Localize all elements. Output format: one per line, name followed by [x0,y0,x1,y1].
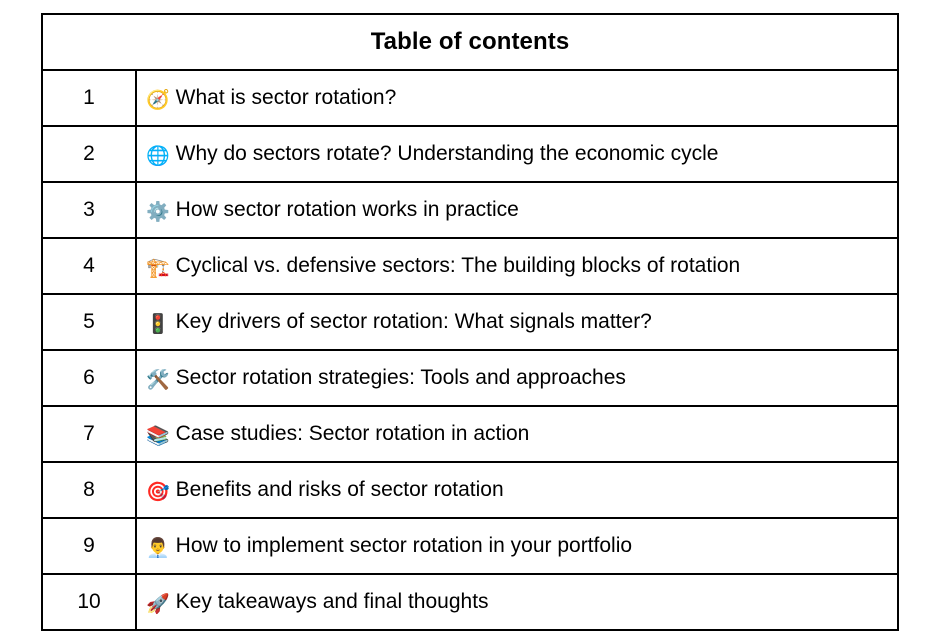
table-body: 1🧭What is sector rotation?2🌐Why do secto… [42,70,899,630]
table-row[interactable]: 6🛠️Sector rotation strategies: Tools and… [42,349,899,406]
office-worker-emoji: 👨‍💼 [146,537,170,559]
table-row[interactable]: 5🚦Key drivers of sector rotation: What s… [42,293,899,350]
building-construction-emoji: 🏗️ [146,257,170,279]
row-number: 10 [42,573,137,630]
table-row[interactable]: 1🧭What is sector rotation? [42,70,898,126]
row-entry[interactable]: 📚Case studies: Sector rotation in action [136,405,899,462]
hammer-and-wrench-emoji: 🛠️ [146,369,170,391]
vertical-traffic-light-emoji: 🚦 [146,313,170,335]
row-label: Sector rotation strategies: Tools and ap… [175,366,626,389]
row-label: What is sector rotation? [175,86,397,109]
gear-emoji: ⚙️ [146,201,170,223]
row-number: 5 [42,293,137,350]
row-entry[interactable]: 👨‍💼How to implement sector rotation in y… [136,517,899,574]
page-title: Table of contents [42,14,899,71]
row-entry[interactable]: 🚦Key drivers of sector rotation: What si… [136,293,899,350]
table-header: Table of contents [42,14,899,71]
table-row[interactable]: 3⚙️How sector rotation works in practice [42,181,899,238]
row-label: Why do sectors rotate? Understanding the… [175,142,719,165]
direct-hit-emoji: 🎯 [146,481,170,503]
row-number: 7 [42,405,137,462]
row-label: Benefits and risks of sector rotation [175,478,504,501]
row-label: How sector rotation works in practice [175,198,519,221]
row-entry[interactable]: 🌐Why do sectors rotate? Understanding th… [136,125,899,182]
globe-with-meridians-emoji: 🌐 [146,145,170,167]
row-number: 2 [42,125,137,182]
row-label: Key takeaways and final thoughts [175,590,489,613]
rocket-emoji: 🚀 [146,593,170,615]
row-entry[interactable]: 🧭What is sector rotation? [136,70,898,126]
row-entry[interactable]: 🏗️Cyclical vs. defensive sectors: The bu… [136,237,899,294]
row-entry[interactable]: ⚙️How sector rotation works in practice [136,181,899,238]
books-emoji: 📚 [146,425,170,447]
row-label: Cyclical vs. defensive sectors: The buil… [175,254,741,277]
table-row[interactable]: 10🚀Key takeaways and final thoughts [42,573,899,630]
table-title-row: Table of contents [42,14,899,71]
row-label: Key drivers of sector rotation: What sig… [175,310,652,333]
row-number: 8 [42,461,137,518]
compass-emoji: 🧭 [146,89,170,111]
row-number: 3 [42,181,137,238]
table-row[interactable]: 2🌐Why do sectors rotate? Understanding t… [42,125,899,182]
table-row[interactable]: 8🎯Benefits and risks of sector rotation [42,461,899,518]
row-entry[interactable]: 🎯Benefits and risks of sector rotation [136,461,899,518]
row-label: How to implement sector rotation in your… [175,534,633,557]
row-number: 1 [42,70,137,126]
row-label: Case studies: Sector rotation in action [175,422,530,445]
row-entry[interactable]: 🚀Key takeaways and final thoughts [136,573,899,630]
row-number: 4 [42,237,137,294]
row-number: 6 [42,349,137,406]
table-of-contents: Table of contents 1🧭What is sector rotat… [41,13,900,631]
table-row[interactable]: 7📚Case studies: Sector rotation in actio… [42,405,899,462]
row-entry[interactable]: 🛠️Sector rotation strategies: Tools and … [136,349,899,406]
row-number: 9 [42,517,137,574]
table-row[interactable]: 9👨‍💼How to implement sector rotation in … [42,517,899,574]
table-row[interactable]: 4🏗️Cyclical vs. defensive sectors: The b… [42,237,899,294]
